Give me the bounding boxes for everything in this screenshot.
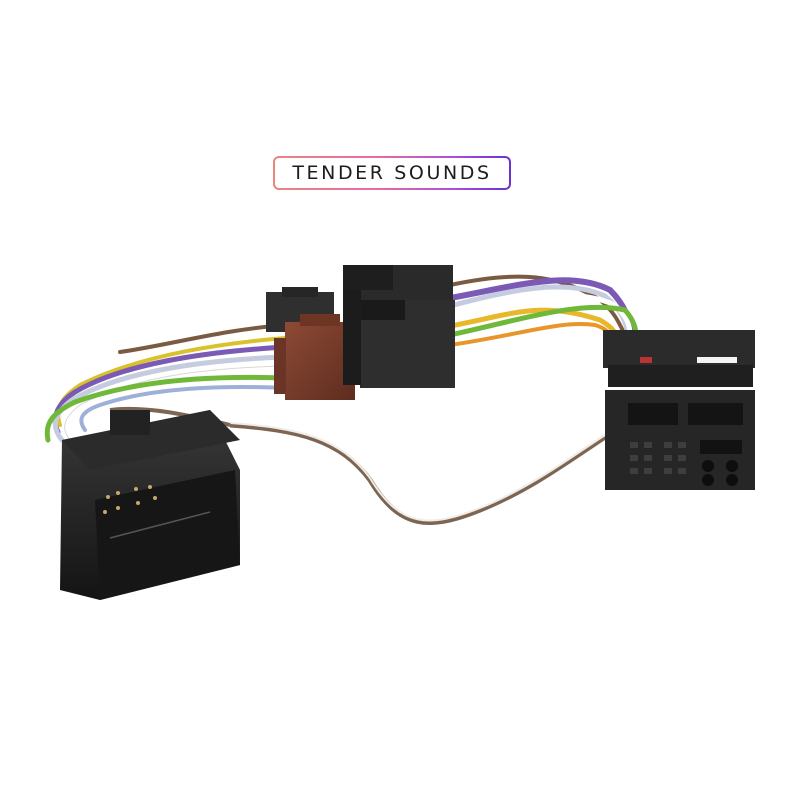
brown-iso-connector: [266, 287, 355, 400]
brand-logo-frame: TENDER SOUNDS: [275, 158, 509, 188]
brand-logo: TENDER SOUNDS: [273, 156, 511, 190]
left-wire-bundle: [44, 323, 288, 445]
right-wire-bundle: [447, 274, 639, 347]
brand-logo-text: TENDER SOUNDS: [292, 162, 492, 184]
left-quadlock-connector: [60, 410, 240, 600]
right-quadlock-connector: [603, 330, 755, 490]
black-iso-connector: [343, 265, 455, 388]
